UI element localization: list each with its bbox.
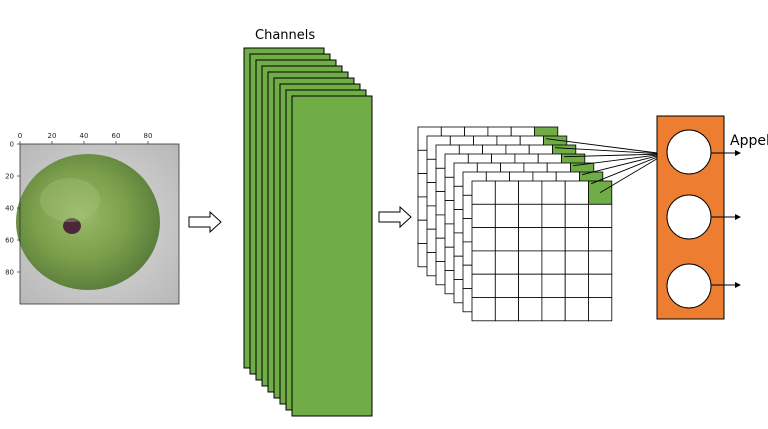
hollow-arrow-right-icon: [378, 205, 412, 229]
feature-map-cell: [541, 273, 566, 298]
feature-map-cell: [564, 297, 589, 322]
channels-title: Channels: [255, 28, 316, 43]
feature-map-cell: [494, 297, 519, 322]
apple-image: [16, 154, 160, 290]
channel-stack: [243, 47, 373, 417]
feature-map-cell: [541, 203, 566, 229]
feature-map-cell: [541, 180, 566, 205]
feature-map-cell: [588, 227, 613, 252]
connection-line: [546, 138, 666, 155]
feature-map-cell: [471, 180, 496, 205]
connection-line: [590, 153, 666, 185]
output-node: [666, 129, 712, 175]
feature-map-cell: [494, 273, 519, 298]
connection-line: [599, 153, 666, 194]
feature-map-cell: [564, 227, 589, 252]
feature-map-cell: [588, 273, 613, 298]
image-frame: [19, 143, 180, 305]
feature-map-cell: [588, 297, 613, 322]
y-tick-label: 40: [5, 205, 14, 213]
x-tick-label: 0: [18, 132, 22, 140]
feature-map-cell: [564, 203, 589, 229]
output-class-label: Appel: [730, 133, 768, 149]
feature-map: [471, 180, 613, 322]
feature-map-cell: [471, 273, 496, 298]
x-tick-label: 20: [48, 132, 57, 140]
feature-map-cell: [518, 180, 543, 205]
feature-map-cell: [518, 273, 543, 298]
apple-highlight: [40, 178, 100, 222]
feature-map-cell: [494, 227, 519, 252]
feature-map-cell: [471, 250, 496, 275]
feature-map-cell: [564, 273, 589, 298]
feature-map-cell: [518, 227, 543, 252]
connection-lines: [546, 138, 668, 194]
feature-map-cell: [494, 180, 519, 205]
connection-line: [573, 153, 666, 167]
y-axis-ticks: 0 20 40 60 80: [5, 141, 20, 277]
output-layer: [656, 115, 741, 320]
x-tick-label: 40: [80, 132, 89, 140]
x-tick-label: 60: [112, 132, 121, 140]
input-image-panel: 0 20 40 60 80 0 20 40 60 80: [5, 132, 180, 305]
output-node: [666, 263, 712, 309]
feature-map-cell: [541, 250, 566, 275]
feature-map-cell: [588, 250, 613, 275]
feature-map-cell: [518, 250, 543, 275]
feature-map-stack: [417, 126, 613, 322]
feature-map-cell: [494, 250, 519, 275]
feature-map-cell: [541, 297, 566, 322]
feature-map-cell: [564, 250, 589, 275]
apple-calyx: [63, 218, 81, 234]
connection-line: [555, 147, 666, 155]
feature-map-cell: [518, 297, 543, 322]
feature-map-cell: [541, 227, 566, 252]
hollow-arrow-right-icon: [188, 210, 222, 234]
connection-line: [582, 153, 666, 176]
feature-map-cell: [518, 203, 543, 229]
feature-map-cell: [588, 203, 613, 229]
feature-map-cell: [471, 227, 496, 252]
y-tick-label: 0: [10, 141, 14, 149]
feature-map-cell: [564, 180, 589, 205]
y-tick-label: 80: [5, 269, 14, 277]
feature-map-cell: [494, 203, 519, 229]
feature-map-cell: [471, 203, 496, 229]
feature-map-cell: [471, 297, 496, 322]
output-node: [666, 194, 712, 240]
y-tick-label: 60: [5, 237, 14, 245]
y-tick-label: 20: [5, 173, 14, 181]
x-axis-ticks: 0 20 40 60 80: [18, 132, 153, 144]
connection-line: [564, 153, 666, 158]
x-tick-label: 80: [144, 132, 153, 140]
channel-layer: [291, 95, 373, 417]
